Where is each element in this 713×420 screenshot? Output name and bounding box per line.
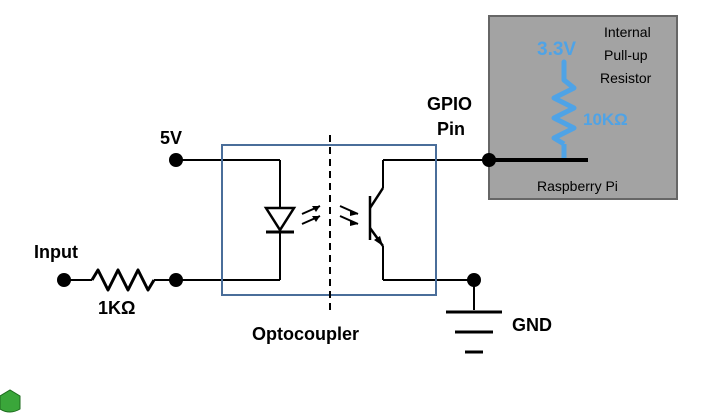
ground-symbol — [446, 310, 502, 354]
label-gnd: GND — [512, 315, 552, 335]
input-resistor-symbol — [90, 268, 156, 292]
label-gpio: GPIO — [427, 94, 472, 114]
pullup-voltage-label: 3.3V — [537, 39, 576, 60]
node-input — [57, 273, 71, 287]
node-gnd — [467, 273, 481, 287]
raspberry-pi-label: Raspberry Pi — [537, 178, 618, 194]
node-input-resistor-out — [169, 273, 183, 287]
shield-icon — [0, 389, 21, 413]
pullup-resistor-symbol — [551, 78, 577, 147]
label-pin: Pin — [437, 119, 465, 139]
wires — [64, 159, 489, 310]
label-input-resistor: 1KΩ — [98, 298, 135, 318]
label-5v: 5V — [160, 128, 182, 148]
pullup-desc-line2: Pull-up — [604, 47, 648, 63]
label-input: Input — [34, 242, 78, 262]
raspberry-pi-box: 3.3V 10KΩ Internal Pull-up Resistor Rasp… — [488, 15, 678, 200]
pullup-desc-line1: Internal — [604, 24, 651, 40]
node-5v — [169, 153, 183, 167]
label-optocoupler: Optocoupler — [252, 324, 359, 344]
pullup-desc-line3: Resistor — [600, 70, 652, 86]
node-gpio — [482, 153, 496, 167]
led-symbol — [263, 205, 359, 234]
pullup-resistor-label: 10KΩ — [583, 110, 628, 129]
phototransistor-symbol — [368, 187, 385, 247]
